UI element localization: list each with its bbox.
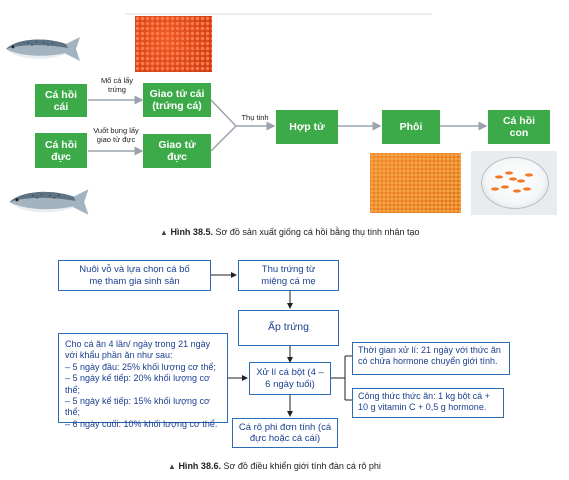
feeding-line: – 6 ngày cuối: 10% khối lượng cơ thể. [65,418,218,429]
box-incubate: Ấp trứng [238,310,339,346]
box-female-fish: Cá hồi cái [35,84,87,117]
feeding-line: – 5 ngày kế tiếp: 20% khối lượng cơ thể; [65,373,210,395]
box-male-fish: Cá hồi đực [35,133,87,168]
salmon-fish-icon [9,189,89,215]
box-egg: Giao tử cái (trứng cá) [143,83,211,117]
box-zygote: Hợp tử [276,110,338,144]
note-sperm: Vuốt bụng lấy giao tử đực [93,126,139,144]
caption-fig1: ▲ Hình 38.5. Sơ đồ sản xuất giống cá hồi… [160,227,420,237]
box-sperm: Giao tử đực [143,134,211,168]
note-egg: Mổ cá lấy trứng [100,76,134,94]
caption-fig1-text: Sơ đồ sản xuất giống cá hồi bằng thụ tin… [215,227,420,237]
box-feed-formula: Công thức thức ăn: 1 kg bột cá + 10 g vi… [352,388,504,418]
caption-fig2-label: Hình 38.6. [178,461,221,471]
feeding-intro: Cho cá ăn 4 lần/ ngày trong 21 ngày với … [65,339,211,361]
box-fry: Cá hồi con [488,110,550,144]
box-treatment-time: Thời gian xử lí: 21 ngày với thức ăn có … [352,342,510,375]
caption-fig1-label: Hình 38.5. [170,227,213,237]
feeding-line: – 5 ngày kế tiếp: 15% khối lượng cơ thể; [65,396,210,418]
note-fertilize: Thụ tinh [241,113,269,122]
triangle-caption-icon: ▲ [160,228,168,237]
triangle-caption-icon: ▲ [168,462,176,471]
feeding-line: – 5 ngày đầu: 25% khối lượng cơ thể; [65,361,216,372]
salmon-fish-icon [6,37,80,61]
roe-photo [135,16,212,72]
embryo-photo [370,153,461,213]
fry-dish-photo [471,151,557,215]
caption-fig2-text: Sơ đồ điều khiển giới tính đàn cá rô phi [223,461,381,471]
box-select-broodstock: Nuôi vỗ và lựa chọn cá bố mẹ tham gia si… [58,260,211,291]
box-collect-eggs: Thu trứng từ miệng cá mẹ [238,260,339,291]
box-feeding-schedule: Cho cá ăn 4 lần/ ngày trong 21 ngày với … [58,333,228,429]
box-treat-fry: Xử lí cá bột (4 – 6 ngày tuổi) [249,362,331,395]
caption-fig2: ▲ Hình 38.6. Sơ đồ điều khiển giới tính … [168,461,381,471]
box-embryo: Phôi [382,110,440,144]
box-result: Cá rô phi đơn tính (cá đực hoặc cá cái) [232,418,338,448]
